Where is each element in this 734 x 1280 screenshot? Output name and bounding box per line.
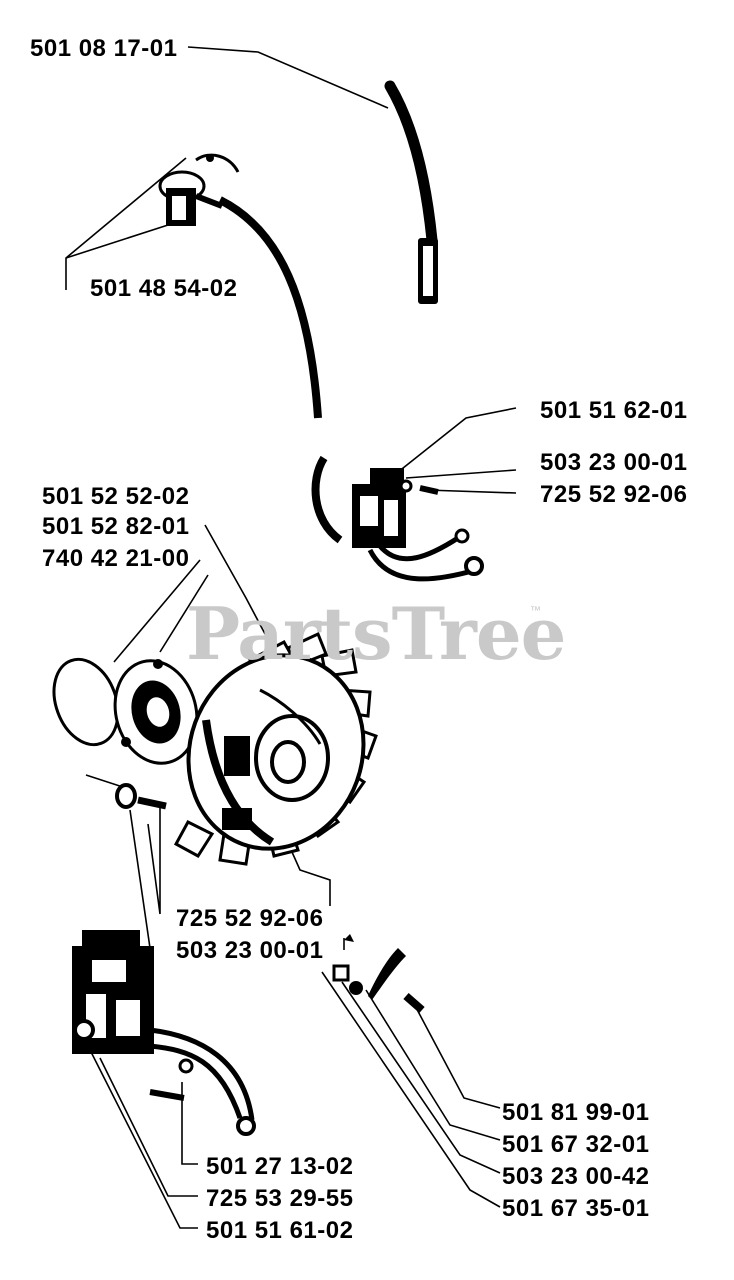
part-number-pawl-bolt: 501 67 35-01: [502, 1195, 649, 1222]
part-number-spark-plug-cap: 501 48 54-02: [90, 275, 237, 302]
part-number-ignition-lead: 501 08 17-01: [30, 35, 177, 62]
part-number-lead-clip: 501 51 62-01: [540, 397, 687, 424]
part-number-ignition-module-bolt: 501 27 13-02: [206, 1153, 353, 1180]
flywheel: [173, 631, 378, 866]
part-number-oring: 740 42 21-00: [42, 545, 189, 572]
starter-pawl-assembly: [113, 659, 199, 765]
ignition-lead: [384, 80, 438, 304]
part-number-module-screw: 725 53 29-55: [206, 1185, 353, 1212]
watermark: PartsTree: [186, 591, 566, 676]
part-number-flywheel-washer: 503 23 00-01: [176, 937, 323, 964]
part-number-ignition-module: 501 51 61-02: [206, 1217, 353, 1244]
part-number-pawl: 501 67 32-01: [502, 1131, 649, 1158]
part-number-flywheel-screw: 725 52 92-06: [176, 905, 323, 932]
o-ring: [52, 657, 120, 747]
flywheel-washer-and-screw: [115, 783, 167, 810]
part-number-flywheel: 501 52 82-01: [42, 513, 189, 540]
part-number-starter-pawl-assy: 501 52 52-02: [42, 483, 189, 510]
pawl-parts: [332, 934, 425, 1014]
part-number-screw-upper: 725 52 92-06: [540, 481, 687, 508]
part-number-pawl-spring: 501 81 99-01: [502, 1099, 649, 1126]
part-number-washer-upper: 503 23 00-01: [540, 449, 687, 476]
ignition-coil-upper: [311, 455, 484, 582]
spark-plug-cap: [158, 153, 322, 419]
ignition-module: [72, 930, 256, 1136]
part-number-pawl-washer: 503 23 00-42: [502, 1163, 649, 1190]
trademark-symbol: ™: [530, 605, 541, 617]
